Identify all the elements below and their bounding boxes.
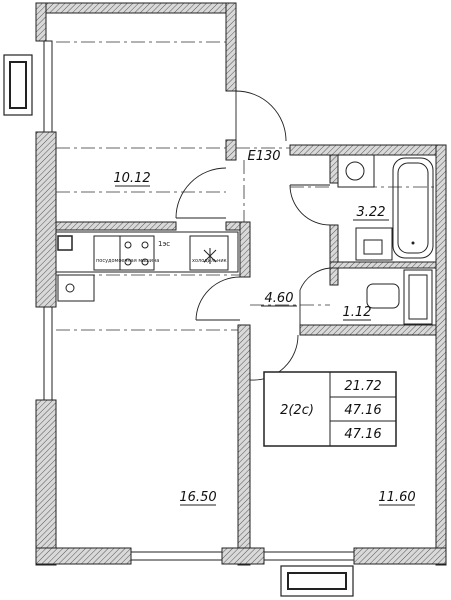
- total-area-value: 47.16: [344, 403, 381, 418]
- toilet-shelf-icon: [403, 269, 433, 325]
- corridor-area-label: 4.60: [265, 291, 294, 306]
- window-left-top: [43, 40, 53, 133]
- wall-bedroom-top: [299, 324, 437, 336]
- living-area-value: 21.72: [344, 379, 381, 394]
- bathtub-icon: [392, 157, 434, 259]
- wall-left-2: [35, 131, 57, 308]
- wall-room-right: [225, 2, 237, 92]
- washer-icon: [57, 274, 95, 302]
- wall-bottom-1: [35, 547, 132, 565]
- wall-kitchen-top: [55, 221, 177, 231]
- label-underlines: [115, 185, 415, 506]
- radiator-left-inner: [9, 61, 27, 109]
- wall-bottom-3: [353, 547, 447, 565]
- washbasin-icon: [355, 227, 393, 261]
- door-kitchen: [195, 276, 241, 321]
- radiators: [3, 54, 354, 597]
- appliance-label-1: посудомоечная машина: [96, 258, 159, 264]
- wall-bath-toilet: [329, 261, 437, 269]
- wall-right: [435, 144, 447, 566]
- total-area-value-2: 47.16: [344, 427, 381, 442]
- counter-outline: [55, 231, 239, 273]
- wall-bottom-2: [221, 547, 265, 565]
- wall-top: [35, 2, 237, 14]
- wall-bath-left-2: [329, 224, 339, 286]
- bedroom-area-label: 11.60: [378, 490, 415, 505]
- apartment-type: 2(2с): [280, 403, 314, 418]
- window-bottom-1: [130, 551, 223, 561]
- door-entrance: [235, 90, 287, 142]
- stove-label: 1эс: [158, 240, 170, 248]
- wall-bath-left: [329, 154, 339, 184]
- wall-bath-top: [289, 144, 446, 156]
- radiator-bottom-inner: [287, 572, 347, 590]
- axis-lines: [56, 41, 436, 331]
- appliance-label-2: холодильник: [192, 258, 227, 264]
- toilet-area-label: 1.12: [343, 305, 372, 320]
- walls: [35, 2, 447, 566]
- bath-fixtures: [337, 154, 434, 325]
- door-living: [249, 334, 299, 381]
- boiler-icon: [337, 154, 375, 188]
- sink-icon: [57, 235, 73, 251]
- windows: [43, 40, 355, 561]
- corridor-code-label: Е130: [247, 149, 280, 164]
- dishwasher-icon: [93, 235, 121, 271]
- door-bathroom: [289, 184, 331, 226]
- wall-middle: [237, 324, 251, 566]
- room-labels: 10.12 Е130 3.22 4.60 1.12 16.50 11.60: [113, 149, 415, 505]
- wall-left-1: [35, 2, 47, 42]
- stove-icon: [119, 235, 155, 271]
- window-bottom-2: [263, 551, 355, 561]
- door-toilet: [299, 267, 331, 325]
- door-room-top: [175, 167, 227, 219]
- kitchen-counter: посудомоечная машина 1эс холодильник: [55, 231, 239, 302]
- info-table: 2(2с) 21.72 47.16 47.16: [263, 371, 397, 447]
- living-area-label: 16.50: [179, 490, 216, 505]
- fridge-icon: [189, 235, 229, 271]
- wall-kitchen-right: [239, 221, 251, 278]
- fan-icon: [203, 248, 217, 264]
- wall-left-3: [35, 399, 57, 566]
- window-left-bottom: [43, 306, 53, 401]
- toilet-icon: [366, 283, 400, 309]
- room-area-label: 10.12: [113, 171, 150, 186]
- wall-room-right-2: [225, 139, 237, 161]
- bathroom-area-label: 3.22: [357, 205, 386, 220]
